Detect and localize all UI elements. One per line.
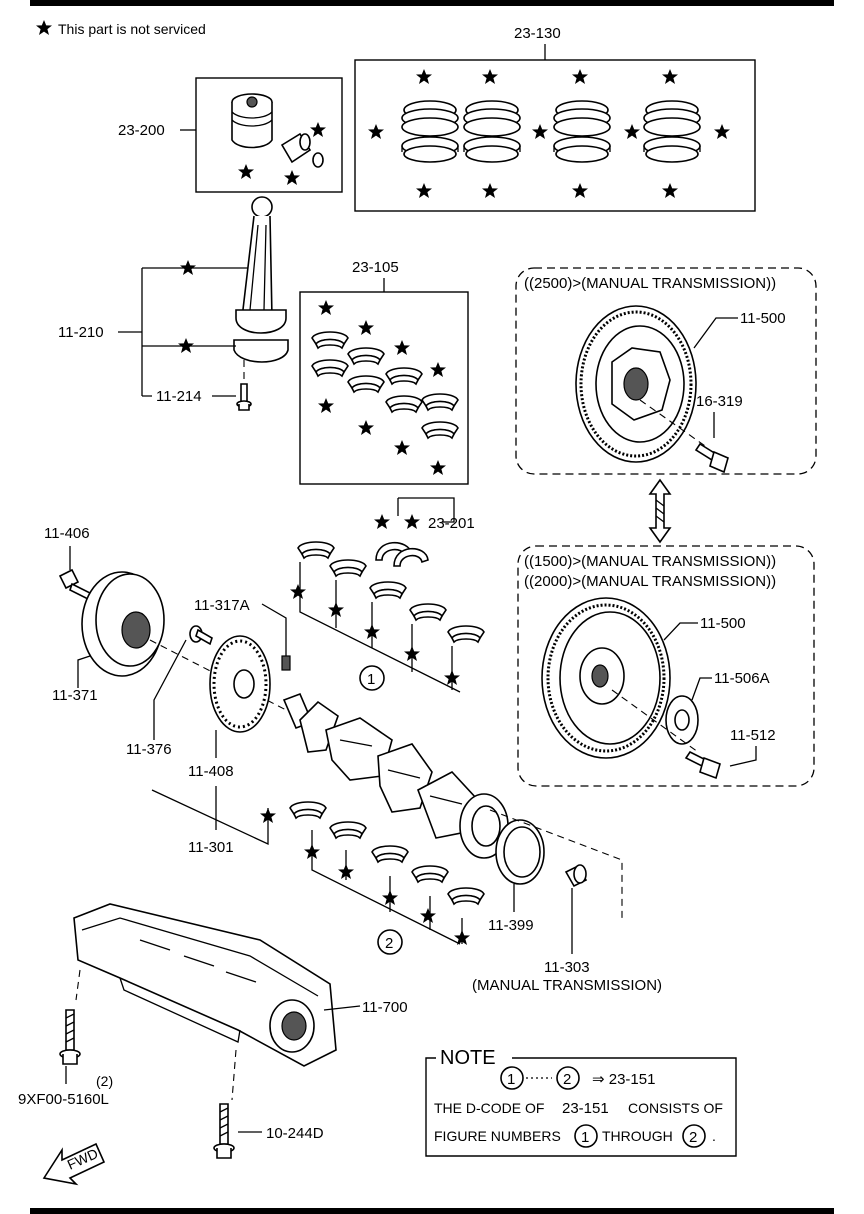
label-11-408: 11-408 bbox=[188, 763, 234, 780]
box-23-200 bbox=[195, 77, 343, 193]
label-23-200: 23-200 bbox=[118, 122, 165, 139]
label-11-500-bottom: 11-500 bbox=[700, 615, 746, 632]
note-line3d: 2 bbox=[689, 1129, 697, 1146]
label-23-130: 23-130 bbox=[514, 25, 561, 42]
oil-pump-bolt bbox=[213, 1103, 235, 1159]
label-11-512: 11-512 bbox=[730, 727, 776, 744]
label-11-376: 11-376 bbox=[126, 741, 172, 758]
flywheel-bolt-bottom bbox=[684, 750, 721, 780]
note-line3a: FIGURE NUMBERS bbox=[434, 1128, 561, 1144]
note-from: 1 bbox=[507, 1071, 515, 1088]
note-box: NOTE 1 2 ⇒ 23-151 THE D-CODE OF 23-151 C… bbox=[425, 1047, 737, 1157]
star-icon bbox=[36, 20, 52, 35]
label-11-371: 11-371 bbox=[52, 687, 98, 704]
crankshaft-pulley bbox=[81, 571, 165, 677]
thrust-washers bbox=[375, 541, 429, 567]
snap-ring bbox=[312, 152, 324, 168]
woodruff-key bbox=[281, 655, 291, 671]
label-10-244d: 10-244D bbox=[266, 1125, 324, 1142]
variant-2000-label: ((2000)>(MANUAL TRANSMISSION)) bbox=[524, 573, 776, 590]
pilot-bearing bbox=[564, 864, 588, 888]
label-11-303-note: (MANUAL TRANSMISSION) bbox=[472, 977, 662, 994]
callout-2-text: 2 bbox=[385, 935, 393, 952]
flywheel-spacer-plate bbox=[665, 695, 699, 745]
star-icon bbox=[374, 514, 420, 529]
pulley-bolt bbox=[58, 568, 93, 602]
variant-1500-label: ((1500)>(MANUAL TRANSMISSION)) bbox=[524, 553, 776, 570]
rod-bolt bbox=[236, 383, 252, 411]
balancer-bolt bbox=[59, 1009, 81, 1065]
variant-2500-label: ((2500)>(MANUAL TRANSMISSION)) bbox=[524, 275, 776, 292]
label-11-210: 11-210 bbox=[58, 324, 104, 341]
crank-sensor-plate bbox=[209, 635, 271, 733]
legend-text: This part is not serviced bbox=[58, 21, 206, 37]
note-line2b: 23-151 bbox=[562, 1100, 609, 1117]
label-23-105: 23-105 bbox=[352, 259, 399, 276]
crankshaft bbox=[282, 692, 509, 859]
rear-oil-seal bbox=[495, 819, 545, 885]
label-11-700: 11-700 bbox=[362, 999, 408, 1016]
label-11-214: 11-214 bbox=[156, 388, 202, 405]
flywheel-bolt-top bbox=[694, 442, 729, 474]
label-11-399: 11-399 bbox=[488, 917, 534, 934]
piston-ring-set-2 bbox=[463, 100, 521, 163]
note-to: 2 bbox=[563, 1071, 571, 1088]
callout-1-text: 1 bbox=[367, 671, 375, 688]
flywheel bbox=[541, 597, 671, 759]
label-9xf00-5160l: 9XF00-5160L bbox=[18, 1091, 109, 1108]
star-icon bbox=[318, 300, 446, 475]
rod-bearing-shells bbox=[311, 331, 459, 439]
note-line2c: CONSISTS OF bbox=[628, 1100, 723, 1116]
note-title: NOTE bbox=[440, 1047, 496, 1069]
piston bbox=[231, 93, 273, 149]
alternate-arrow bbox=[648, 478, 672, 544]
callout-2 bbox=[377, 929, 403, 955]
label-11-301: 11-301 bbox=[188, 839, 234, 856]
label-11-406: 11-406 bbox=[44, 525, 90, 542]
label-11-303: 11-303 bbox=[544, 959, 590, 976]
bottom-rule bbox=[30, 1208, 834, 1214]
label-9xf00-qty: (2) bbox=[96, 1073, 113, 1089]
note-line3b: 1 bbox=[581, 1129, 589, 1146]
piston-ring-set-3 bbox=[553, 100, 611, 163]
oil-pump-balancer-unit bbox=[73, 903, 337, 1067]
note-arrow-text: ⇒ 23-151 bbox=[592, 1071, 655, 1088]
label-23-201: 23-201 bbox=[428, 515, 475, 532]
label-11-500-top: 11-500 bbox=[740, 310, 786, 327]
sensor-plate-bolt bbox=[189, 625, 213, 646]
connecting-rod bbox=[233, 196, 289, 363]
label-11-506A: 11-506A bbox=[714, 670, 770, 687]
box-23-105 bbox=[299, 291, 469, 485]
piston-ring-set-4 bbox=[643, 100, 701, 163]
label-11-317A: 11-317A bbox=[194, 597, 250, 614]
fwd-arrow-icon: FWD bbox=[42, 1142, 106, 1186]
top-rule bbox=[30, 0, 834, 6]
variant-box-2500 bbox=[515, 267, 817, 475]
note-line3e: . bbox=[712, 1128, 716, 1144]
label-16-319: 16-319 bbox=[696, 393, 743, 410]
main-bearings-upper bbox=[297, 541, 485, 643]
note-line2a: THE D-CODE OF bbox=[434, 1100, 544, 1116]
piston-ring-set-1 bbox=[401, 100, 459, 163]
variant-box-1500-2000 bbox=[517, 545, 815, 787]
note-line3c: THROUGH bbox=[602, 1128, 673, 1144]
dual-mass-flywheel bbox=[575, 305, 697, 463]
box-23-130 bbox=[354, 59, 756, 212]
callout-1 bbox=[359, 665, 385, 691]
piston-pin bbox=[280, 132, 312, 164]
